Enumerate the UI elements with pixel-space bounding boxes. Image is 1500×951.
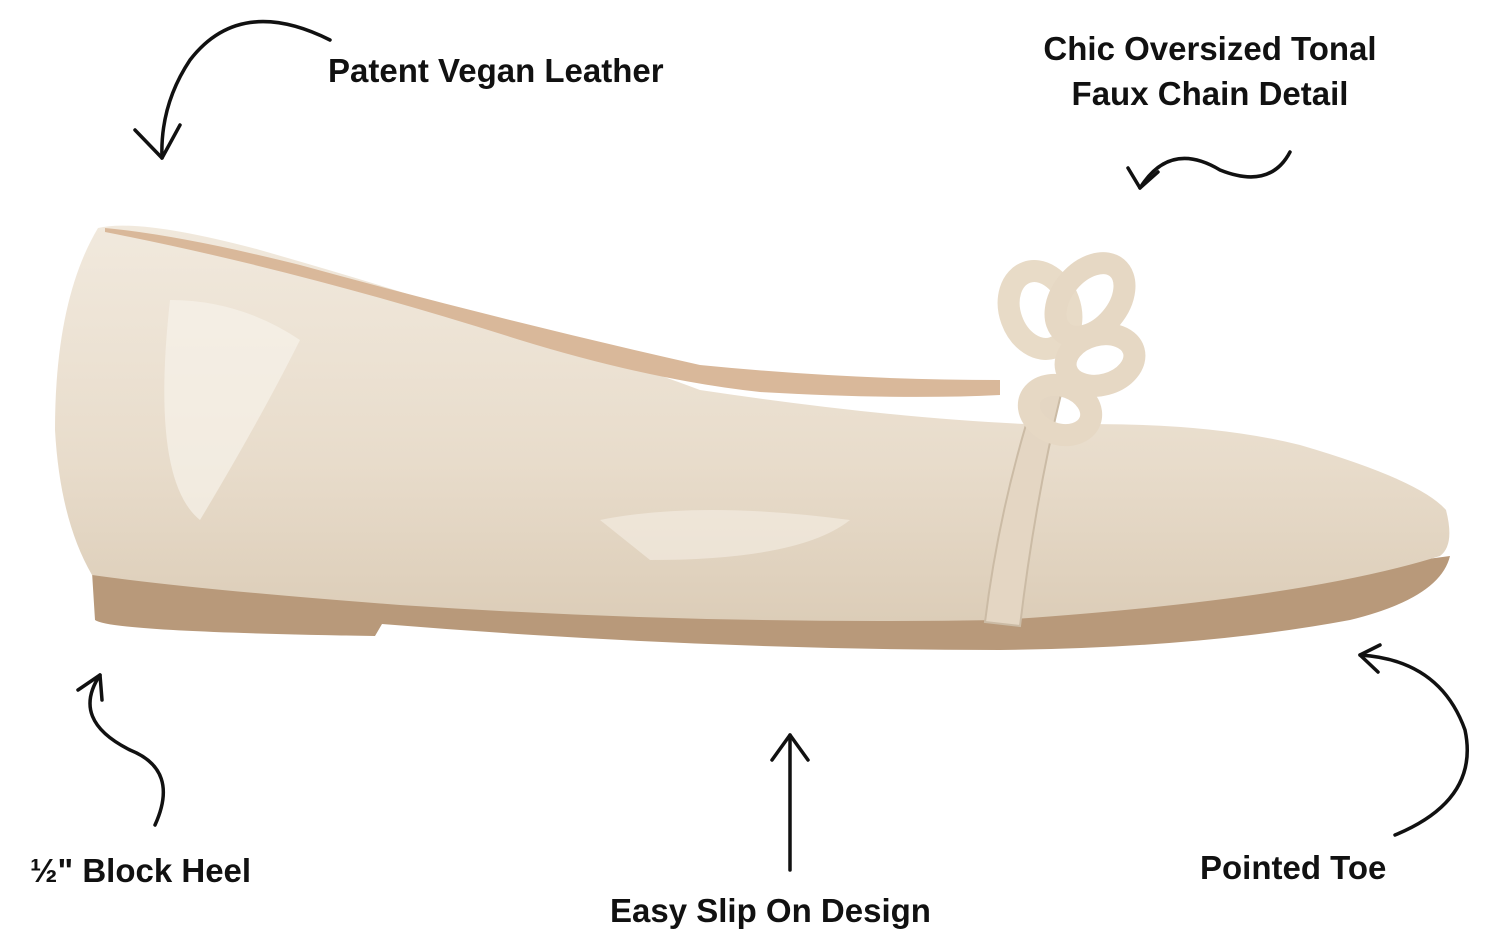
callout-material: Patent Vegan Leather [328, 52, 664, 89]
shoe-upper [55, 225, 1450, 621]
arrow-material-icon [160, 19, 332, 160]
shoe-sole [92, 556, 1450, 650]
shoe-lining [105, 228, 1000, 397]
callout-chain-line1: Chic Oversized Tonal [1043, 30, 1377, 67]
arrow-toe-icon [1358, 653, 1469, 837]
callout-toe: Pointed Toe [1200, 849, 1387, 886]
callout-chain-line2: Faux Chain Detail [1071, 75, 1349, 112]
shoe-strap [983, 378, 1064, 628]
callout-heel: ½" Block Heel [30, 852, 252, 889]
faux-chain-detail [997, 252, 1146, 447]
arrow-heel-icon [88, 673, 166, 827]
arrow-chain-icon [1138, 150, 1292, 190]
callout-slip-on: Easy Slip On Design [610, 892, 931, 929]
